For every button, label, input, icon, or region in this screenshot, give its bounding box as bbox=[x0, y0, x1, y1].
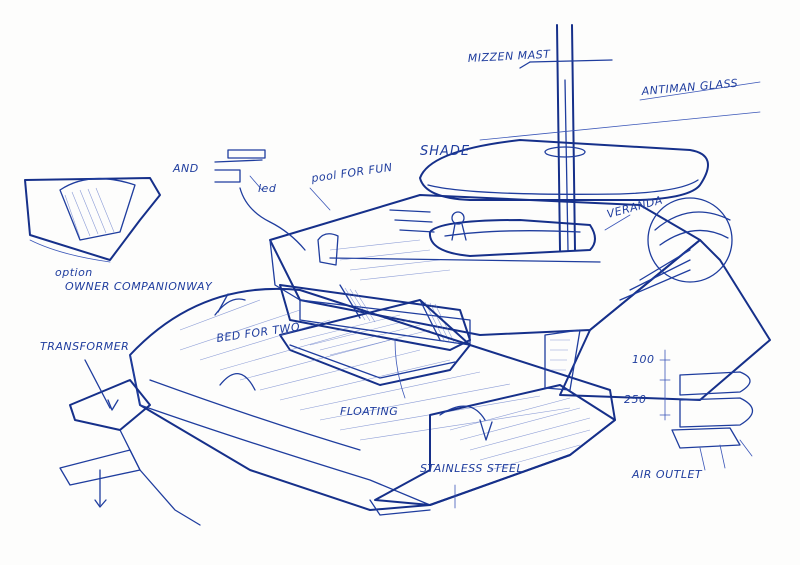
deck-steps bbox=[317, 209, 435, 266]
label-option: option bbox=[55, 266, 93, 279]
annotation-arrows bbox=[84, 187, 631, 509]
detail-circle bbox=[647, 197, 733, 283]
floating-bed bbox=[279, 299, 471, 386]
label-floating: FLOATING bbox=[340, 405, 398, 418]
label-air-outlet: AIR OUTLET bbox=[631, 468, 703, 481]
label-led: led bbox=[258, 182, 277, 195]
dimension-lines bbox=[659, 349, 754, 471]
companionway-detail bbox=[24, 177, 161, 263]
label-shade: SHADE bbox=[420, 144, 470, 159]
stern-extension bbox=[369, 384, 616, 516]
shade-canopy bbox=[419, 81, 761, 201]
starboard-hull bbox=[544, 239, 771, 401]
label-pool-for-fun: pool FOR FUN bbox=[310, 161, 394, 185]
transformer-platform bbox=[59, 379, 201, 526]
label-owner-companionway: OWNER COMPANIONWAY bbox=[65, 280, 213, 293]
led-detail bbox=[214, 149, 306, 251]
main-deck bbox=[269, 194, 701, 346]
label-dim-100: 100 bbox=[632, 353, 655, 366]
label-transformer: TRANSFORMER bbox=[40, 340, 129, 353]
label-and: AND bbox=[172, 162, 199, 175]
label-dim-250: 250 bbox=[624, 393, 647, 406]
label-stainless-steel: STAINLESS STEEL bbox=[420, 462, 523, 475]
label-mizzen-mast: MIZZEN MAST bbox=[467, 48, 551, 65]
mizzen-mast bbox=[519, 24, 613, 251]
label-antiman-glass: ANTIMAN GLASS bbox=[640, 77, 738, 98]
pool bbox=[428, 211, 596, 257]
